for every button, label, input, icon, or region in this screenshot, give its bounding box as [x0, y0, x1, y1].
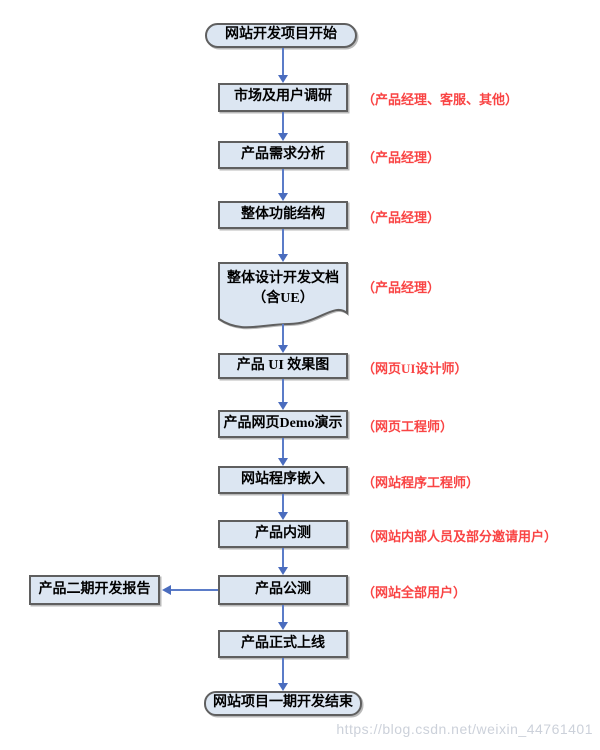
arrowhead-down-icon [278, 193, 288, 201]
watermark: https://blog.csdn.net/weixin_44761401 [336, 721, 593, 737]
process-product-web-demo: 产品网页Demo演示 [218, 410, 348, 438]
arrowhead-left-icon [162, 585, 171, 595]
process-label: 整体功能结构 [241, 206, 325, 222]
process-label: 产品需求分析 [241, 146, 325, 162]
annotation-product-requirement-analysis: （产品经理） [362, 150, 441, 165]
process-product-official-launch: 产品正式上线 [218, 630, 348, 658]
process-label: 产品正式上线 [241, 635, 325, 651]
terminator-end-label: 网站项目一期开发结束 [213, 695, 353, 711]
arrowhead-down-icon [278, 512, 288, 520]
arrow-line-7 [282, 438, 284, 458]
arrowhead-down-icon [278, 622, 288, 630]
process-product-requirement-analysis: 产品需求分析 [218, 141, 348, 169]
process-label: 市场及用户调研 [234, 89, 332, 105]
arrow-line-11 [282, 658, 284, 683]
process-product-public-beta: 产品公测 [218, 575, 348, 605]
arrowhead-down-icon [278, 683, 288, 691]
annotation-product-ui-mockup: （网页UI设计师） [362, 361, 468, 376]
process-overall-function-structure: 整体功能结构 [218, 201, 348, 229]
arrow-line-4 [282, 229, 284, 254]
annotation-overall-function-structure: （产品经理） [362, 210, 441, 225]
arrow-line-2 [282, 112, 284, 133]
process-label: 产品公测 [255, 581, 311, 597]
annotation-product-internal-test: （网站内部人员及部分邀请用户） [362, 529, 558, 544]
arrow-line-branch [171, 589, 218, 591]
process-market-user-research: 市场及用户调研 [218, 83, 348, 112]
annotation-website-program-embed: （网站程序工程师） [362, 475, 480, 490]
arrowhead-down-icon [278, 345, 288, 353]
process-product-ui-mockup: 产品 UI 效果图 [218, 353, 348, 379]
annotation-product-public-beta: （网站全部用户） [362, 585, 467, 600]
document-label-line2: （含UE） [252, 291, 314, 307]
annotation-product-web-demo: （网页工程师） [362, 419, 454, 434]
process-label: 产品 UI 效果图 [236, 357, 330, 373]
document-design-dev-doc: 整体设计开发文档 （含UE） [218, 262, 348, 334]
arrow-line-10 [282, 605, 284, 622]
arrow-line-5 [282, 324, 284, 345]
terminator-start-label: 网站开发项目开始 [225, 27, 337, 43]
arrowhead-down-icon [278, 75, 288, 83]
annotation-market-user-research: （产品经理、客服、其他） [362, 92, 519, 107]
document-label: 整体设计开发文档 （含UE） [218, 269, 348, 310]
arrow-line-8 [282, 494, 284, 512]
document-shape-icon [218, 262, 348, 329]
arrow-line-1 [282, 48, 284, 76]
process-label: 网站程序嵌入 [241, 471, 325, 487]
process-label: 产品内测 [255, 525, 311, 541]
annotation-design-dev-doc: （产品经理） [362, 280, 441, 295]
arrowhead-down-icon [278, 402, 288, 410]
process-label: 产品网页Demo演示 [223, 415, 343, 431]
arrowhead-down-icon [278, 567, 288, 575]
process-product-internal-test: 产品内测 [218, 520, 348, 548]
document-label-line1: 整体设计开发文档 [227, 271, 339, 286]
process-phase2-dev-report: 产品二期开发报告 [29, 575, 160, 605]
arrowhead-down-icon [278, 254, 288, 262]
process-label: 产品二期开发报告 [38, 581, 151, 597]
terminator-end: 网站项目一期开发结束 [204, 691, 362, 716]
process-website-program-embed: 网站程序嵌入 [218, 466, 348, 494]
arrow-line-3 [282, 169, 284, 193]
arrow-line-6 [282, 379, 284, 402]
terminator-start: 网站开发项目开始 [205, 23, 357, 48]
arrow-line-9 [282, 548, 284, 567]
arrowhead-down-icon [278, 458, 288, 466]
arrowhead-down-icon [278, 133, 288, 141]
